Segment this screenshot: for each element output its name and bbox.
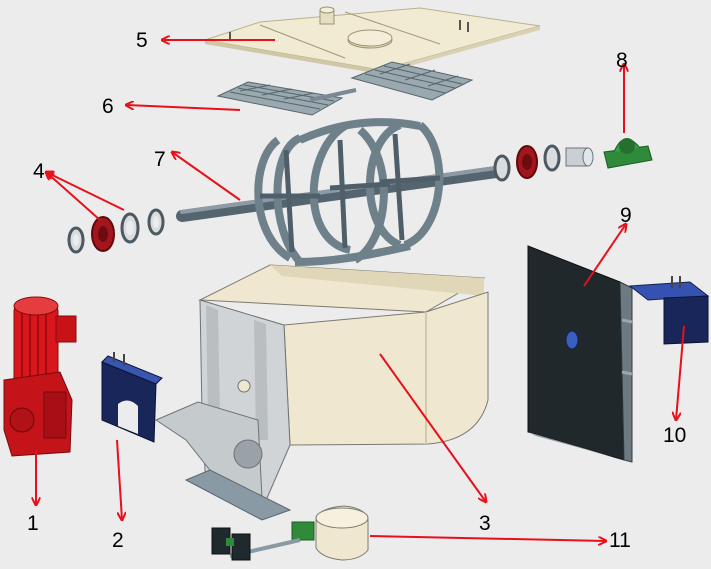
callout-10: 10 bbox=[663, 424, 687, 447]
callout-6: 6 bbox=[102, 95, 114, 118]
leader-arrow-4b bbox=[46, 172, 125, 211]
discharge-end-panel bbox=[527, 245, 633, 463]
grates bbox=[216, 61, 474, 116]
leader-arrow-10 bbox=[676, 325, 685, 420]
leader-arrows bbox=[36, 40, 685, 541]
drive-end-plate bbox=[101, 352, 163, 443]
leader-arrow-4a bbox=[46, 172, 101, 221]
motor-gearbox bbox=[3, 296, 77, 457]
callout-2: 2 bbox=[112, 529, 124, 552]
callout-1: 1 bbox=[27, 512, 39, 535]
end-bracket-plate bbox=[628, 276, 710, 345]
callout-11: 11 bbox=[609, 529, 631, 552]
leader-arrow-9 bbox=[583, 224, 626, 287]
callout-4: 4 bbox=[33, 160, 45, 183]
callout-3: 3 bbox=[479, 512, 491, 535]
leader-arrow-3 bbox=[379, 353, 486, 502]
callout-7: 7 bbox=[154, 148, 166, 171]
leader-arrow-2 bbox=[116, 439, 122, 520]
agitator-shaft bbox=[176, 118, 502, 266]
trough bbox=[154, 264, 489, 521]
callout-9: 9 bbox=[620, 204, 632, 227]
left-seal-set bbox=[67, 208, 165, 254]
top-cover bbox=[204, 6, 541, 74]
pillow-block-bearing bbox=[603, 138, 653, 169]
callout-8: 8 bbox=[616, 49, 628, 72]
discharge-valve bbox=[211, 505, 369, 561]
leader-arrow-7 bbox=[172, 152, 241, 201]
leader-arrow-6 bbox=[126, 105, 241, 111]
right-seal-set bbox=[493, 144, 594, 182]
callout-5: 5 bbox=[136, 29, 148, 52]
leader-arrow-11 bbox=[369, 535, 606, 541]
